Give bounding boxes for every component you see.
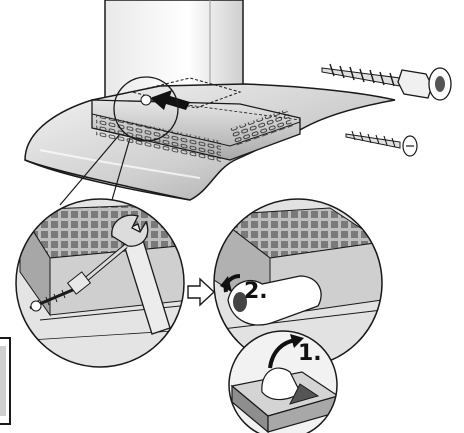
latch-clip bbox=[227, 275, 322, 326]
edge-bracket bbox=[0, 337, 11, 425]
hood-assembly bbox=[24, 0, 396, 206]
wrench-icon bbox=[66, 214, 171, 335]
detail-latch-release: 2. bbox=[213, 198, 383, 368]
detail-push-tab: 1. bbox=[228, 330, 338, 433]
detail-callout-circle bbox=[113, 76, 179, 142]
next-step-arrow-icon bbox=[187, 277, 216, 307]
large-screw bbox=[321, 63, 452, 101]
step-two-label: 2. bbox=[244, 279, 268, 304]
detail-wrench-tightening bbox=[15, 198, 185, 368]
small-screw bbox=[345, 130, 418, 157]
motor-housing bbox=[91, 99, 301, 161]
step-one-label: 1. bbox=[298, 341, 322, 366]
insert-arrow bbox=[150, 90, 190, 110]
